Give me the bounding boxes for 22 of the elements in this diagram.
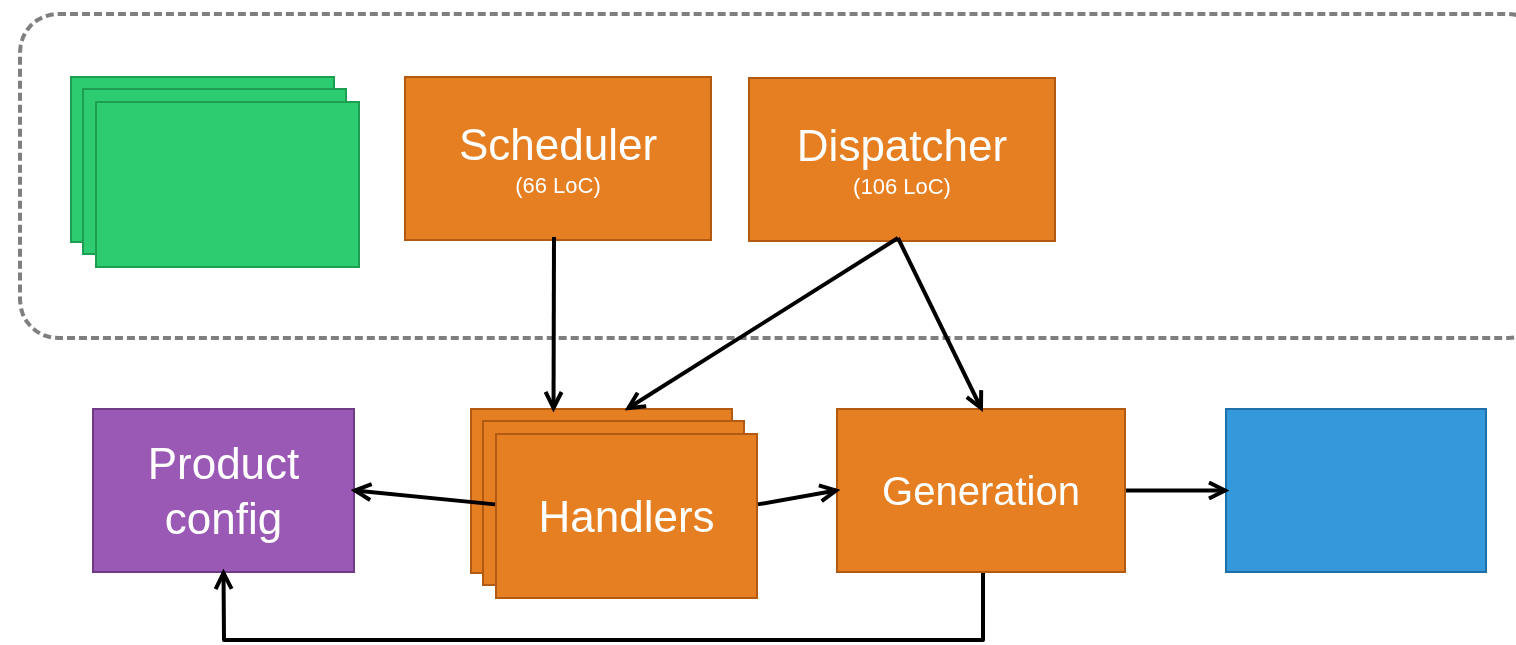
box-title: Product config — [146, 437, 301, 545]
arrow — [757, 483, 838, 507]
box-title: Generation — [882, 467, 1080, 515]
box-subtitle: (66 LoC) — [515, 172, 601, 200]
arrow — [543, 237, 564, 410]
dashed-group-boundary — [18, 12, 1516, 340]
box-title: Dispatcher — [796, 120, 1008, 173]
arrow — [1126, 480, 1227, 501]
arrow — [353, 482, 496, 507]
process-box — [836, 408, 1126, 573]
arrow — [896, 237, 984, 410]
process-box — [404, 76, 712, 241]
empty-box — [1225, 408, 1487, 573]
process-box — [748, 77, 1056, 242]
stacked-boxes — [70, 76, 360, 268]
box-title: Scheduler — [458, 119, 658, 172]
stacked-boxes — [470, 408, 758, 599]
box-title: Handlers — [538, 490, 715, 543]
arrow — [626, 236, 900, 410]
arrow — [213, 571, 986, 642]
process-box — [92, 408, 355, 573]
box-subtitle: (106 LoC) — [853, 173, 951, 201]
